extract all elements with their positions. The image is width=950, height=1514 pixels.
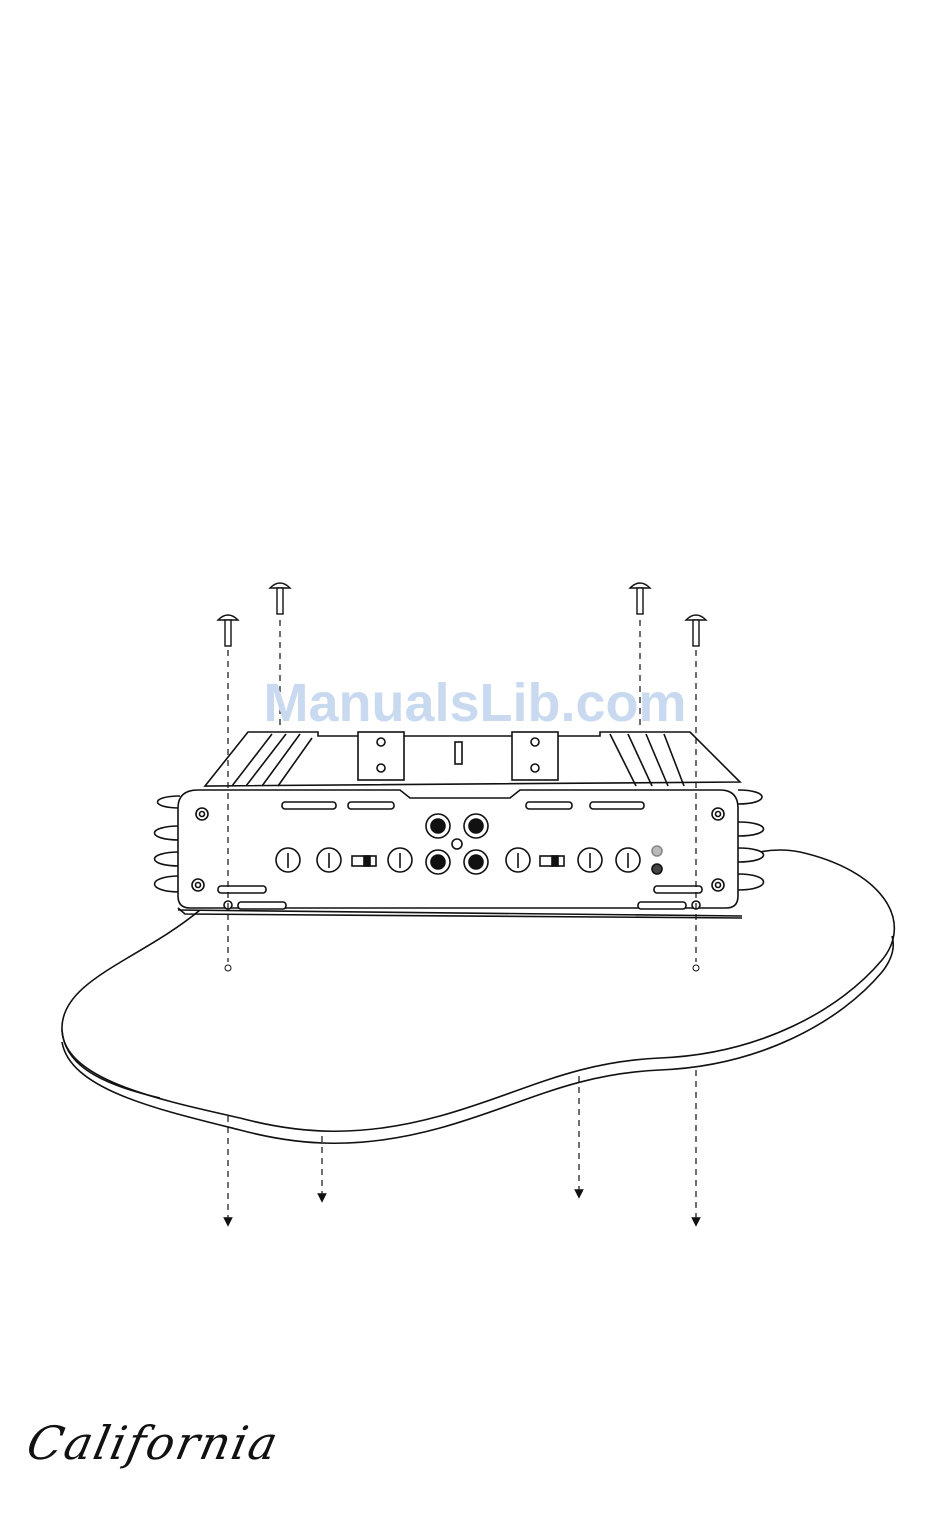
heat-sink-fins-right: [738, 790, 764, 890]
california-logo: California: [22, 1416, 284, 1470]
screw-3: [630, 583, 650, 614]
screw-4: [686, 615, 706, 646]
heat-sink-fins-left: [155, 796, 181, 892]
amplifier: [155, 732, 764, 918]
top-center-slot: [455, 742, 462, 764]
screw-2: [270, 583, 290, 614]
protect-led: [652, 864, 662, 874]
power-led: [652, 846, 662, 856]
top-heatsink: [205, 732, 740, 786]
drill-arrows: [228, 1070, 696, 1222]
screw-1: [218, 615, 238, 646]
